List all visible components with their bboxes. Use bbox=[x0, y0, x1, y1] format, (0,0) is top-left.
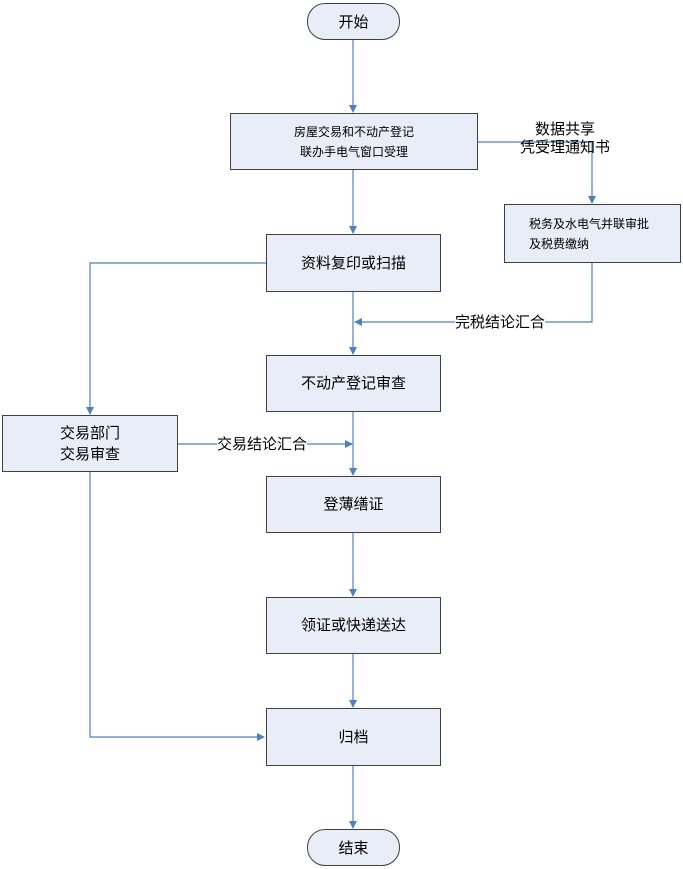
data-share-line-1: 数据共享 bbox=[534, 120, 595, 138]
scan-label: 资料复印或扫描 bbox=[300, 253, 406, 272]
arrow-scan-to-trade bbox=[86, 262, 266, 415]
start-label: 开始 bbox=[338, 13, 369, 31]
start-node: 开始 bbox=[307, 3, 400, 40]
archive-label: 归档 bbox=[338, 727, 369, 746]
review-label: 不动产登记审查 bbox=[300, 374, 406, 392]
deliver-label: 领证或快递送达 bbox=[300, 616, 406, 634]
arrow-tax-to-main bbox=[354, 263, 593, 326]
tax-approval-box: 税务及水电气并联审批 及税费缴纳 bbox=[504, 204, 681, 263]
deliver-box: 领证或快递送达 bbox=[266, 597, 441, 654]
trade-summary-label: 交易结论汇合 bbox=[217, 435, 308, 453]
end-node: 结束 bbox=[307, 829, 400, 866]
tax-approval-line-2: 及税费缴纳 bbox=[529, 236, 590, 251]
arrow-trade-to-archive bbox=[89, 472, 265, 741]
arrow-window-to-tax bbox=[478, 141, 596, 204]
trade-review-line-2: 交易审查 bbox=[59, 444, 120, 463]
window-acceptance-line-2: 联办手电气窗口受理 bbox=[299, 144, 408, 159]
archive-box: 归档 bbox=[266, 708, 441, 766]
register-box: 登薄缮证 bbox=[266, 476, 441, 533]
data-share-line-2: 凭受理通知书 bbox=[519, 138, 610, 156]
end-label: 结束 bbox=[338, 839, 369, 857]
scan-box: 资料复印或扫描 bbox=[266, 234, 441, 292]
review-box: 不动产登记审查 bbox=[266, 355, 441, 412]
trade-review-line-1: 交易部门 bbox=[59, 423, 120, 442]
tax-approval-line-1: 税务及水电气并联审批 bbox=[529, 216, 650, 231]
data-share-label: 数据共享 凭受理通知书 bbox=[515, 120, 615, 156]
register-label: 登薄缮证 bbox=[323, 495, 384, 513]
tax-summary-label: 完税结论汇合 bbox=[455, 313, 546, 331]
window-acceptance-box: 房屋交易和不动产登记 联办手电气窗口受理 bbox=[230, 113, 478, 170]
trade-review-box: 交易部门 交易审查 bbox=[2, 415, 178, 472]
window-acceptance-line-1: 房屋交易和不动产登记 bbox=[293, 124, 414, 139]
